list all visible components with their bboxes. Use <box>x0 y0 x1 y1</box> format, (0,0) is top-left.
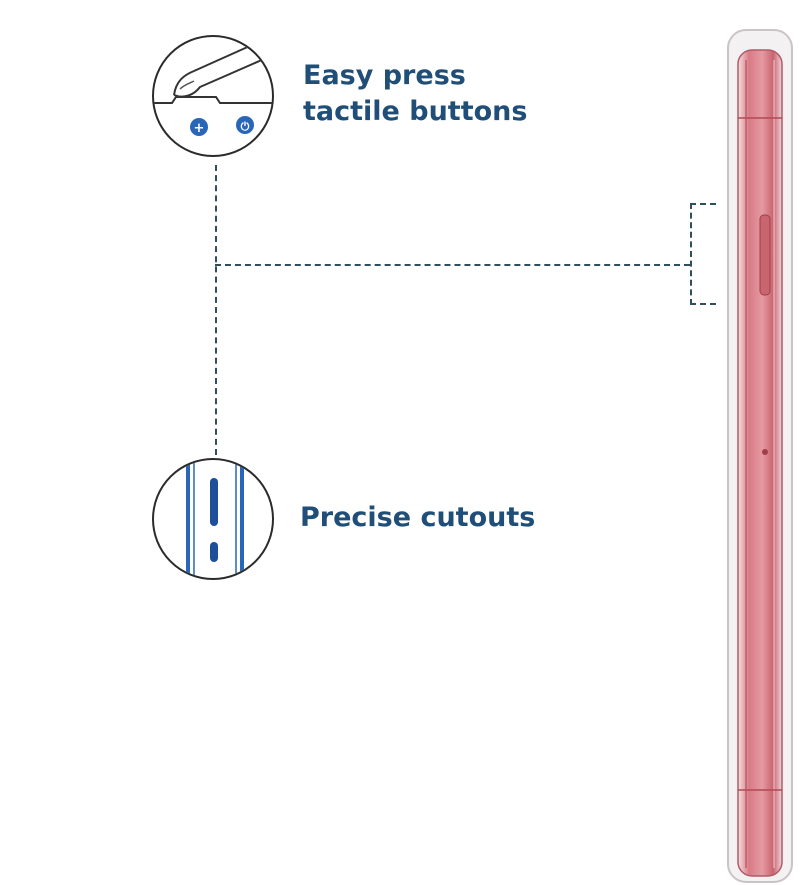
connector-vertical <box>215 165 217 455</box>
cutouts-label: Precise cutouts <box>300 500 535 536</box>
svg-text:+: + <box>194 121 205 136</box>
side-cutouts-icon <box>186 460 244 578</box>
finger-press-buttons-icon: + ⏻ <box>154 44 272 136</box>
cutouts-label-text: Precise cutouts <box>300 502 536 533</box>
phone-side-view <box>727 29 793 883</box>
buttons-label: Easy press tactile buttons <box>303 58 527 130</box>
svg-text:⏻: ⏻ <box>241 120 250 133</box>
connector-bracket <box>690 203 716 305</box>
buttons-label-line1: Easy press <box>303 60 466 91</box>
connector-horizontal <box>215 264 690 266</box>
buttons-label-line2: tactile buttons <box>303 96 528 127</box>
cutouts-callout-circle <box>152 458 274 580</box>
buttons-callout-circle: + ⏻ <box>152 35 274 157</box>
